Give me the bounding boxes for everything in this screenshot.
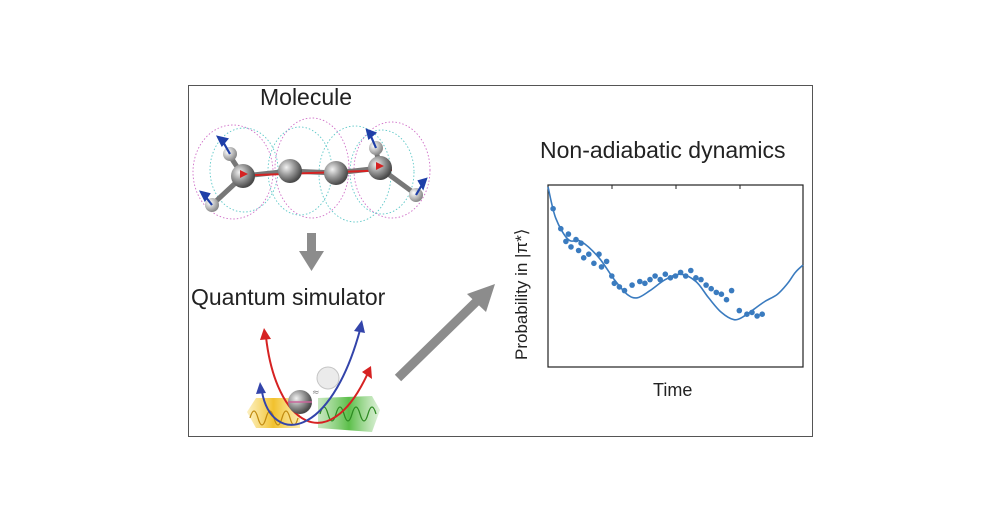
- data-point: [652, 273, 658, 279]
- data-point: [718, 291, 725, 298]
- data-point: [573, 236, 579, 243]
- data-point: [575, 247, 582, 254]
- diagonal-arrow-icon: [394, 284, 495, 382]
- data-point: [693, 275, 699, 281]
- data-point: [629, 282, 635, 288]
- data-point: [580, 254, 587, 261]
- data-point: [568, 244, 574, 250]
- data-point: [586, 251, 592, 257]
- x-axis-label: Time: [653, 380, 693, 400]
- trapped-ion-potential-icon: ≈: [247, 320, 380, 432]
- data-point: [558, 225, 564, 232]
- data-point: [603, 258, 610, 265]
- chart-title: Non-adiabatic dynamics: [540, 137, 786, 163]
- data-point: [550, 205, 556, 212]
- data-point: [723, 296, 730, 303]
- data-point: [713, 289, 720, 296]
- molecule-label: Molecule: [260, 84, 353, 110]
- data-point: [647, 276, 653, 283]
- data-point: [578, 240, 584, 246]
- data-point: [759, 311, 765, 318]
- quantum-simulator-label: Quantum simulator: [191, 284, 386, 310]
- data-point: [698, 276, 704, 283]
- data-point: [596, 251, 602, 257]
- data-point: [749, 309, 755, 316]
- data-point: [744, 311, 750, 318]
- chart-series: [547, 186, 804, 321]
- data-point: [708, 285, 714, 292]
- plot-top-ticks: [611, 185, 741, 189]
- data-point: [728, 287, 735, 294]
- data-point: [677, 269, 684, 276]
- data-point: [563, 238, 569, 245]
- data-point: [736, 307, 743, 314]
- data-point: [662, 271, 669, 278]
- data-point: [672, 273, 679, 279]
- data-point: [703, 282, 709, 288]
- data-point: [598, 264, 605, 270]
- data-point: [642, 280, 648, 287]
- butadiene-molecule-icon: [192, 117, 431, 223]
- data-point: [611, 280, 618, 287]
- data-point: [621, 287, 628, 294]
- data-point: [637, 278, 643, 285]
- data-point: [688, 267, 694, 274]
- data-point: [565, 231, 572, 237]
- chart-plot: [547, 184, 804, 368]
- data-point: [754, 313, 760, 319]
- down-arrow-icon: [299, 233, 324, 271]
- data-point: [609, 273, 615, 279]
- data-point: [616, 284, 623, 290]
- data-point: [591, 260, 597, 267]
- data-point: [682, 273, 689, 279]
- data-point: [657, 276, 663, 283]
- data-point: [667, 275, 674, 281]
- svg-text:≈: ≈: [312, 388, 320, 398]
